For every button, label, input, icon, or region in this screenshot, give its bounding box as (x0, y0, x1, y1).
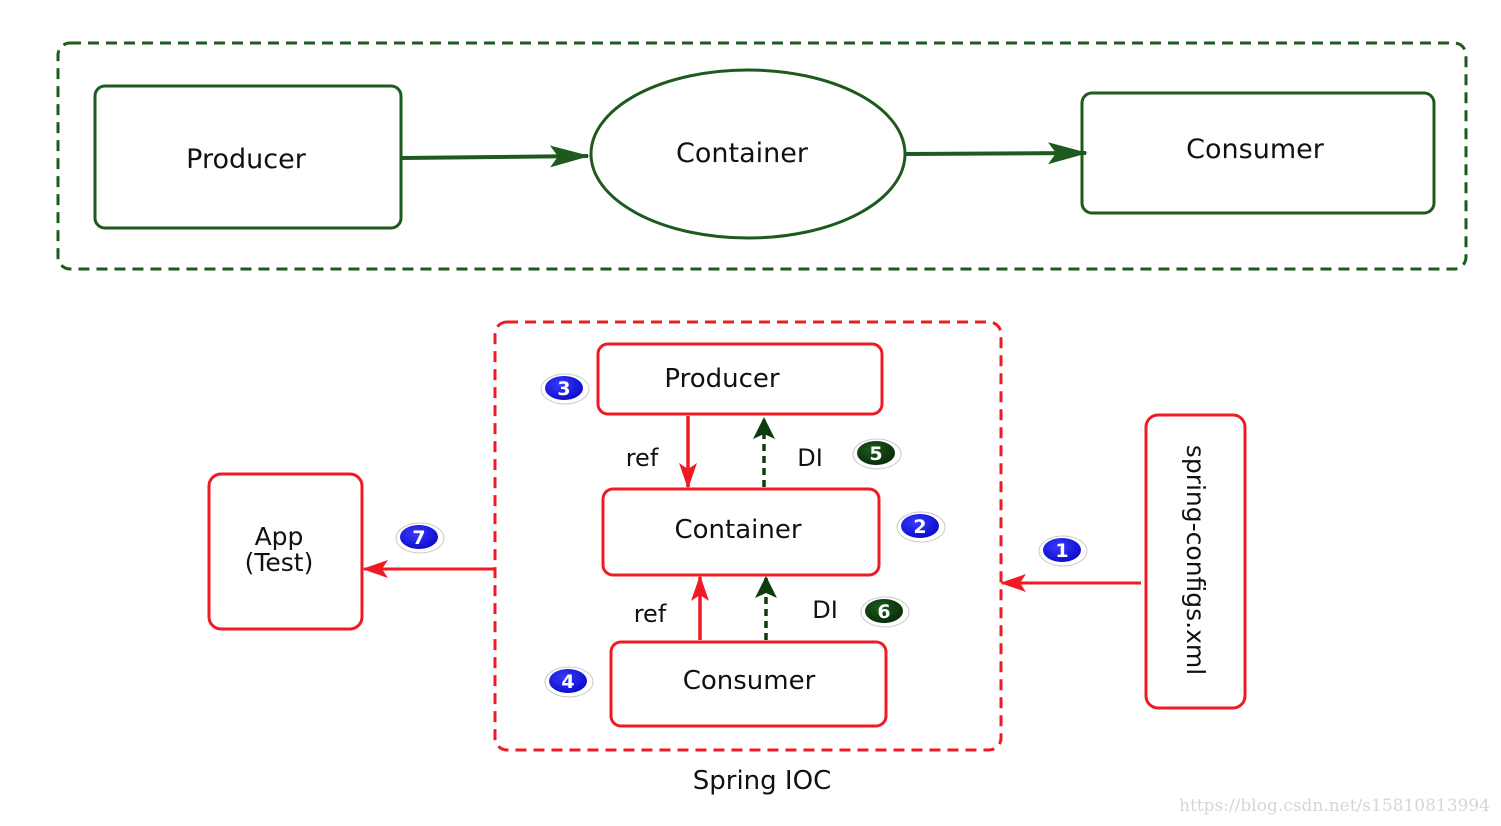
watermark-text: https://blog.csdn.net/s15810813994 (1179, 796, 1490, 816)
spring-ioc-title: Spring IOC (693, 766, 831, 796)
ioc-producer-box (596, 342, 884, 416)
step-badge-1: 1 (1038, 535, 1088, 567)
spring-ioc-border (493, 320, 1003, 752)
app-label-line2: (Test) (245, 548, 314, 577)
step-badge-3: 3 (540, 373, 590, 405)
di-label-lower: DI (812, 596, 838, 624)
svg-text:5: 5 (869, 443, 882, 465)
top-consumer-label: Consumer (1186, 134, 1325, 165)
ioc-consumer-box (609, 640, 888, 728)
top-producer-box (93, 84, 403, 230)
step-badge-7: 7 (395, 522, 445, 554)
step-badge-5: 5 (852, 438, 902, 470)
top-producer-label: Producer (186, 144, 307, 175)
top-group-border (56, 41, 1468, 271)
step-badge-6: 6 (860, 596, 910, 628)
step-badge-2: 2 (896, 511, 946, 543)
svg-text:6: 6 (877, 601, 890, 623)
app-test-box (207, 472, 364, 631)
ioc-container-box (601, 487, 881, 577)
spring-configs-label: spring-configs.xml (1181, 445, 1210, 675)
di-label-upper: DI (797, 444, 823, 472)
top-container-label: Container (676, 138, 809, 169)
step-badge-4: 4 (544, 666, 594, 698)
ioc-container-label: Container (674, 515, 801, 545)
spring-configs-box (1144, 413, 1247, 710)
ref-label-lower: ref (634, 600, 667, 628)
svg-text:4: 4 (561, 671, 574, 693)
svg-text:3: 3 (557, 378, 570, 400)
ioc-producer-label: Producer (664, 364, 780, 394)
svg-text:7: 7 (412, 527, 425, 549)
top-arrow-container-to-consumer (905, 142, 1088, 165)
top-arrow-producer-to-container (401, 145, 590, 168)
ioc-consumer-label: Consumer (683, 666, 816, 696)
app-label-line1: App (255, 522, 304, 551)
svg-text:2: 2 (913, 516, 926, 538)
svg-text:1: 1 (1055, 540, 1068, 562)
top-container-circle (589, 68, 907, 240)
ref-label-upper: ref (626, 444, 659, 472)
